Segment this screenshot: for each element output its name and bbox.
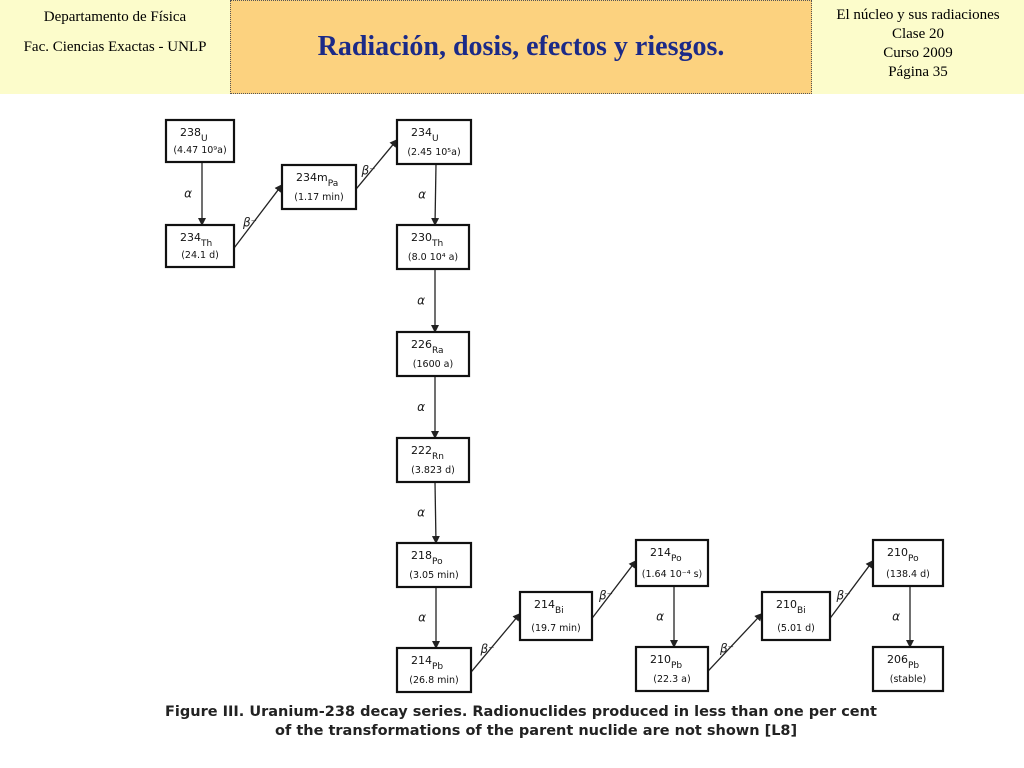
nuclide-halflife: (8.0 10⁴ a) [408, 252, 458, 263]
nuclide-name: 214Bi [534, 598, 564, 616]
nuclide-name: 222Rn [411, 444, 444, 462]
figure-caption: Figure III. Uranium-238 decay series. Ra… [165, 703, 955, 741]
decay-mode-label: α [892, 610, 900, 624]
page-number: Página 35 [888, 64, 948, 80]
nuclide-name: 238U [180, 126, 208, 144]
decay-mode-label: β⁻ [719, 641, 734, 655]
nuclide-box-u238: 238U(4.47 10⁹a) [164, 118, 236, 164]
nuclide-name: 234mPa [296, 171, 338, 189]
nuclide-box-pa234m: 234mPa (1.17 min) [280, 163, 358, 211]
decay-arrow-po214-pb210: α [656, 586, 678, 648]
decay-arrow-pb214-bi214: β⁻ [470, 612, 521, 673]
nuclide-name: 210Bi [776, 598, 806, 616]
nuclide-name: 230Th [411, 231, 443, 249]
class-number: Clase 20 [891, 26, 945, 42]
decay-mode-label: β⁻ [598, 589, 613, 603]
nuclide-halflife: (1.64 10⁻⁴ s) [642, 569, 702, 580]
decay-mode-label: α [417, 294, 425, 308]
decay-mode-label: α [418, 188, 426, 202]
nuclide-box-th230: 230Th (8.0 10⁴ a) [395, 223, 471, 271]
decay-arrow-u238-th234: α [184, 162, 206, 226]
decay-arrow-th234-pa234m: β⁻ [233, 184, 283, 249]
nuclide-name: 214Pb [411, 654, 443, 672]
nuclide-name: 234U [411, 126, 439, 144]
nuclide-halflife: (2.45 10⁵a) [407, 147, 460, 158]
nuclide-box-po218: 218Po (3.05 min) [395, 541, 473, 589]
nuclide-box-pb206: 206Pb (stable) [871, 645, 945, 693]
nuclide-name: 234Th [180, 231, 212, 249]
decay-mode-label: α [417, 506, 425, 520]
nuclide-name: 218Po [411, 549, 443, 567]
nuclide-halflife: (19.7 min) [531, 623, 581, 634]
header-right-panel: El núcleo y sus radiaciones Clase 20 Cur… [812, 0, 1024, 94]
nuclide-box-u234: 234U (2.45 10⁵a) [395, 118, 473, 166]
decay-arrow-po210-pb206: α [892, 586, 914, 648]
caption-line-2: of the transformations of the parent nuc… [275, 723, 798, 739]
course-topic: El núcleo y sus radiaciones [836, 7, 1000, 23]
decay-mode-label: β⁻ [361, 164, 376, 178]
decay-series-diagram: α β⁻ β⁻ α α α α α β⁻ β⁻ α β⁻ β⁻ α 238U(4.47 10⁹a) 234T… [164, 118, 945, 694]
nuclide-halflife: (3.05 min) [409, 570, 459, 581]
nuclide-halflife: (4.47 10⁹a) [173, 145, 226, 156]
decay-mode-label: α [417, 400, 425, 414]
nuclide-halflife: (1600 a) [413, 359, 453, 370]
decay-arrow-bi214-po214: β⁻ [591, 559, 637, 619]
faculty-name: Fac. Ciencias Exactas - UNLP [23, 39, 207, 55]
nuclide-name: 210Pb [650, 653, 682, 671]
nuclide-box-po214: 214Po (1.64 10⁻⁴ s) [634, 538, 710, 588]
nuclide-halflife: (138.4 d) [886, 569, 930, 580]
nuclide-halflife: (stable) [890, 674, 926, 685]
nuclide-box-po210: 210Po (138.4 d) [871, 538, 945, 588]
decay-arrow-pb210-bi210: β⁻ [707, 612, 763, 672]
nuclide-box-rn222: 222Rn (3.823 d) [395, 436, 471, 484]
header-left-panel: Departamento de Física Fac. Ciencias Exa… [0, 0, 230, 94]
nuclide-box-pb210: 210Pb (22.3 a) [634, 645, 710, 693]
nuclide-box-pb214: 214Pb (26.8 min) [395, 646, 473, 694]
caption-line-1: Figure III. Uranium-238 decay series. Ra… [165, 704, 877, 720]
header-title-panel: Radiación, dosis, efectos y riesgos. [230, 0, 812, 94]
nuclide-name: 214Po [650, 546, 682, 564]
decay-arrow-rn222-po218: α [417, 481, 440, 544]
nuclide-box-bi210: 210Bi (5.01 d) [760, 590, 832, 642]
nuclide-halflife: (1.17 min) [294, 192, 344, 203]
nuclide-box-bi214: 214Bi (19.7 min) [518, 590, 594, 642]
decay-arrow-ra226-rn222: α [417, 376, 439, 439]
decay-mode-label: α [184, 187, 192, 201]
nuclide-name: 226Ra [411, 338, 444, 356]
decay-mode-label: β⁻ [836, 589, 851, 603]
decay-arrow-th230-ra226: α [417, 269, 439, 333]
nuclide-name: 210Po [887, 546, 919, 564]
decay-mode-label: β⁻ [242, 215, 257, 229]
nuclide-halflife: (5.01 d) [777, 623, 815, 634]
nuclide-halflife: (24.1 d) [181, 250, 219, 261]
decay-arrow-bi210-po210: β⁻ [829, 559, 874, 619]
page-title: Radiación, dosis, efectos y riesgos. [317, 31, 725, 62]
nuclide-halflife: (3.823 d) [411, 465, 455, 476]
nuclide-halflife: (22.3 a) [653, 674, 690, 685]
nuclide-name: 206Pb [887, 653, 919, 671]
nuclide-box-ra226: 226Ra (1600 a) [395, 330, 471, 378]
decay-mode-label: β⁻ [480, 642, 495, 656]
nuclide-halflife: (26.8 min) [409, 675, 459, 686]
nuclide-box-th234: 234Th(24.1 d) [164, 223, 236, 269]
decay-arrow-u234-th230: α [418, 163, 440, 226]
decay-arrow-po218-pb214: α [418, 587, 440, 649]
course-year: Curso 2009 [883, 45, 953, 61]
decay-mode-label: α [418, 611, 426, 625]
decay-arrow-pa234m-u234: β⁻ [355, 139, 398, 190]
department-name: Departamento de Física [43, 9, 187, 25]
decay-mode-label: α [656, 610, 664, 624]
